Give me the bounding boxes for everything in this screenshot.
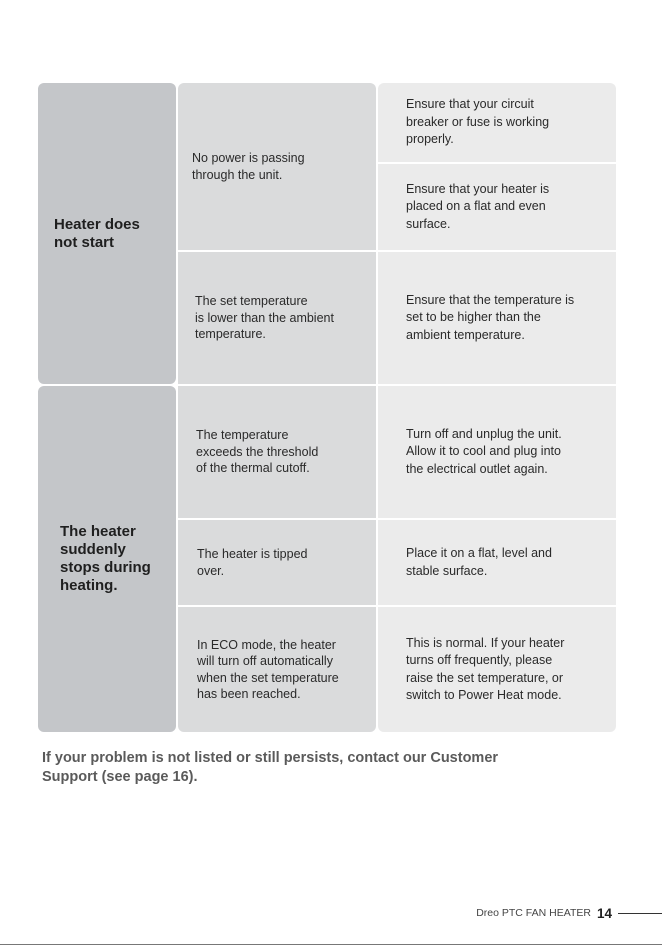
cause-set-temp-lower: The set temperature is lower than the am… (178, 252, 376, 384)
cause-text: In ECO mode, the heater will turn off au… (197, 637, 339, 702)
footer-brand: Dreo PTC FAN HEATER (476, 907, 591, 919)
solution-eco-normal: This is normal. If your heater turns off… (378, 607, 616, 732)
cause-thermal-cutoff: The temperature exceeds the threshold of… (178, 386, 376, 518)
solution-circuit-breaker: Ensure that your circuit breaker or fuse… (378, 83, 616, 162)
solution-text: Ensure that your heater is placed on a f… (406, 181, 550, 231)
problem-label: The heater suddenly stops during heating… (60, 523, 151, 594)
cause-text: The set temperature is lower than the am… (195, 294, 334, 342)
solution-text: Turn off and unplug the unit. Allow it t… (406, 426, 562, 476)
cause-tipped-over: The heater is tipped over. (178, 520, 376, 605)
page-number: 14 (596, 905, 612, 921)
footer-rule (618, 912, 662, 914)
cause-text: The temperature exceeds the threshold of… (196, 428, 319, 476)
problem-heater-does-not-start: Heater does not start (38, 83, 176, 384)
cause-text: The heater is tipped over. (197, 547, 308, 578)
solution-text: Ensure that your circuit breaker or fuse… (406, 97, 550, 147)
solution-flat-surface: Ensure that your heater is placed on a f… (378, 164, 616, 250)
solution-level-surface: Place it on a flat, level and stable sur… (378, 520, 616, 605)
cause-no-power: No power is passing through the unit. (178, 83, 376, 250)
customer-support-note: If your problem is not listed or still p… (42, 750, 499, 785)
solution-text: Ensure that the temperature is set to be… (406, 292, 575, 342)
problem-heater-stops: The heater suddenly stops during heating… (38, 386, 176, 732)
solution-text: Place it on a flat, level and stable sur… (406, 546, 552, 578)
page-bottom-divider (0, 944, 662, 945)
cause-text: No power is passing through the unit. (192, 151, 305, 182)
problem-label: Heater does not start (54, 215, 140, 251)
solution-text: This is normal. If your heater turns off… (406, 635, 565, 703)
cause-eco-mode: In ECO mode, the heater will turn off au… (178, 607, 376, 732)
solution-unplug-cool: Turn off and unplug the unit. Allow it t… (378, 386, 616, 518)
solution-raise-temperature: Ensure that the temperature is set to be… (378, 252, 616, 384)
page-footer: Dreo PTC FAN HEATER 14 (476, 903, 662, 923)
